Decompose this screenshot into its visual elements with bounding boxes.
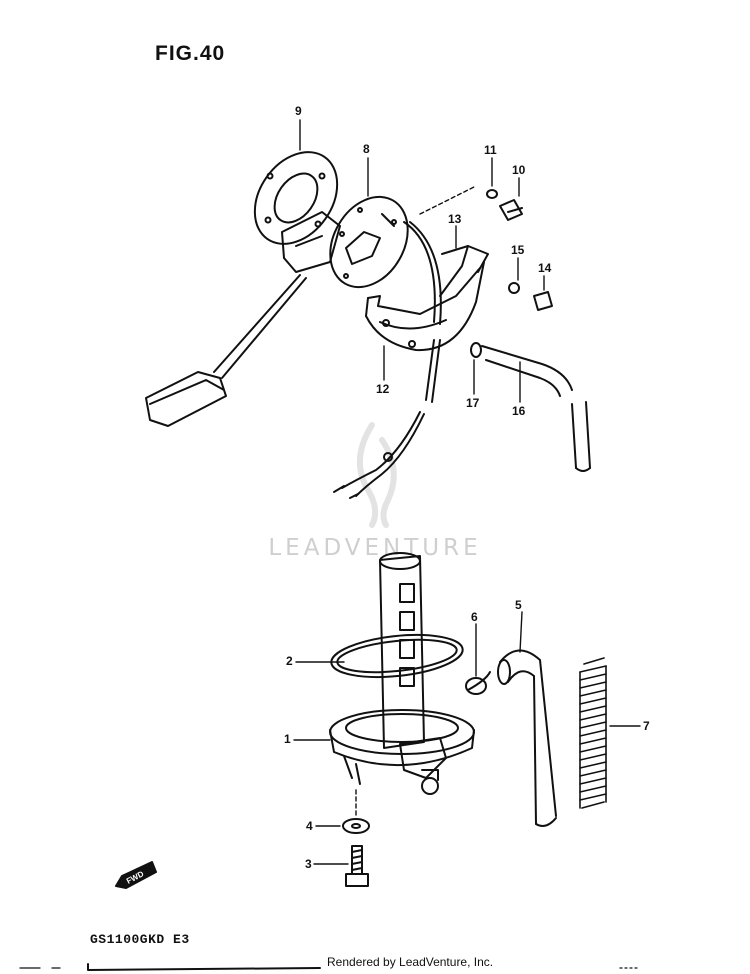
fwd-arrow-icon <box>115 861 157 889</box>
part-6-clip[interactable] <box>465 671 491 695</box>
callout-3: 3 <box>305 857 312 871</box>
callout-14: 14 <box>538 261 552 275</box>
part-9-gasket[interactable] <box>238 136 354 259</box>
part-16-hose[interactable] <box>481 345 591 472</box>
callout-6: 6 <box>471 610 478 624</box>
callout-7: 7 <box>643 719 650 733</box>
part-10-bolt[interactable] <box>499 199 523 221</box>
footer-rules <box>19 963 641 971</box>
part-11-washer[interactable] <box>486 189 498 199</box>
part-4-washer[interactable] <box>342 818 370 834</box>
callout-16: 16 <box>512 404 526 418</box>
part-14-screw[interactable] <box>533 291 553 311</box>
callout-12: 12 <box>376 382 390 396</box>
callout-5: 5 <box>515 598 522 612</box>
callout-9: 9 <box>295 104 302 118</box>
callout-13: 13 <box>448 212 462 226</box>
watermark: LEADVENTURE <box>268 535 482 561</box>
part-17-clip[interactable] <box>470 342 482 358</box>
model-code: GS1100GKD E3 <box>90 932 190 947</box>
part-13-cover[interactable] <box>439 245 489 297</box>
part-15-washer[interactable] <box>508 282 520 294</box>
callout-15: 15 <box>511 243 525 257</box>
part-3-screw[interactable] <box>345 845 369 887</box>
callout-17: 17 <box>466 396 480 410</box>
sender-wire-harness <box>333 221 442 499</box>
callout-10: 10 <box>512 163 526 177</box>
callout-4: 4 <box>306 819 313 833</box>
fuel-gauge-sender[interactable] <box>145 211 341 427</box>
callout-8: 8 <box>363 142 370 156</box>
callout-2: 2 <box>286 654 293 668</box>
callout-11: 11 <box>484 143 497 157</box>
part-1-fuel-cock[interactable] <box>329 552 475 795</box>
part-12-guard[interactable] <box>365 261 485 352</box>
callout-1: 1 <box>284 732 291 746</box>
part-8-sender-plate[interactable] <box>315 183 424 301</box>
part-5-hose[interactable] <box>497 649 557 827</box>
footer-credit: Rendered by LeadVenture, Inc. <box>327 955 494 969</box>
leader-lines <box>293 119 641 865</box>
part-2-o-ring[interactable] <box>329 629 464 683</box>
figure-title: FIG.40 <box>155 42 226 65</box>
part-7-spring[interactable] <box>579 657 607 809</box>
